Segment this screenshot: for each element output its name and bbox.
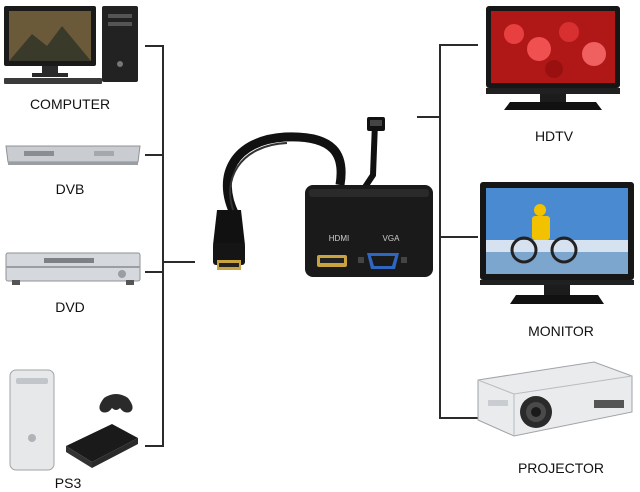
port-label-vga: VGA xyxy=(382,234,400,243)
display-label-monitor: MONITOR xyxy=(528,323,594,339)
dvd-player-icon xyxy=(5,252,141,285)
display-label-hdtv: HDTV xyxy=(534,128,574,144)
source-label-dvd: DVD xyxy=(55,299,85,315)
source-label-ps3: PS3 xyxy=(54,475,82,491)
hdmi-splitter-adapter xyxy=(213,117,433,277)
ps3-console-icon xyxy=(9,369,138,471)
dvb-receiver-icon xyxy=(5,145,141,165)
port-label-hdmi: HDMI xyxy=(328,234,350,243)
projector-icon xyxy=(477,361,633,437)
computer-icon xyxy=(4,6,138,84)
hdtv-icon xyxy=(486,6,620,110)
source-label-dvb: DVB xyxy=(55,181,85,197)
source-label-computer: COMPUTER xyxy=(29,96,111,112)
monitor-icon xyxy=(480,182,634,304)
display-label-projector: PROJECTOR xyxy=(517,460,605,476)
